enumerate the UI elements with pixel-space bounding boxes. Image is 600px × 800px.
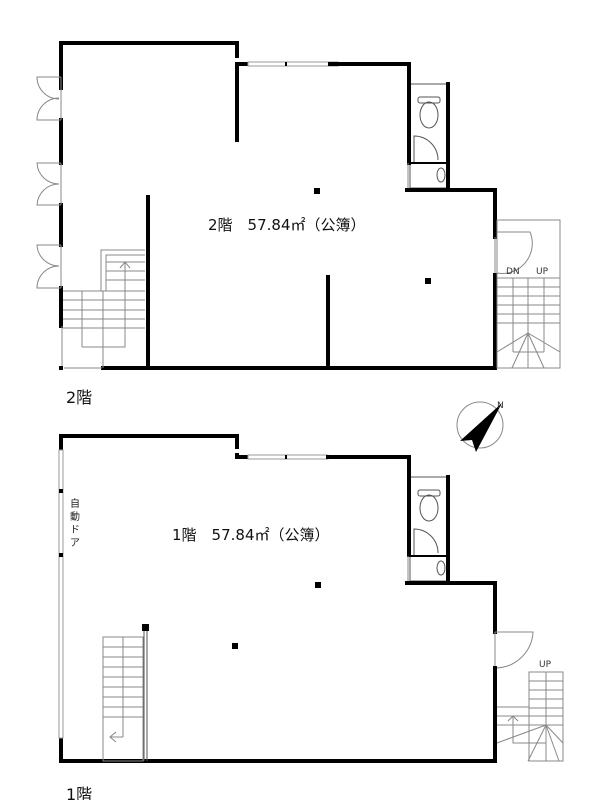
f1-toilet-door-swing: [413, 528, 439, 555]
f2-stair-down-label: DN: [506, 267, 520, 277]
f2-top-wall: [59, 41, 239, 90]
f2-corner: [59, 366, 63, 370]
f2-column: [425, 278, 431, 284]
compass: N: [456, 401, 504, 452]
floor-1-plan: 自 動 ド ア: [58, 434, 564, 763]
f1-toilet-icon: [419, 494, 439, 522]
f1-wall-seg: [235, 453, 250, 459]
f1-right-upper-wall: [405, 581, 497, 634]
f1-toilet-tank-icon: [417, 489, 441, 497]
f2-toilet-door-swing: [413, 135, 439, 162]
compass-north-label: N: [497, 401, 504, 411]
f1-column: [142, 624, 149, 631]
compass-ring: [456, 401, 504, 449]
f2-stair-up-label: UP: [536, 267, 549, 277]
f1-top-wall: [59, 434, 239, 452]
f1-auto-door-label-4: ア: [70, 538, 80, 549]
north-arrow-icon: [460, 403, 502, 452]
f2-balcony-doors: [36, 76, 62, 289]
f2-exterior-stair: [496, 219, 561, 369]
f1-side-door-swing: [494, 631, 534, 669]
f2-right-upper-wall: [405, 188, 497, 239]
floor-2-plan: DN UP 2階 57.84㎡（公簿）: [36, 41, 561, 370]
f2-floor-title: 2階: [66, 388, 92, 407]
f1-exterior-stair: [496, 671, 564, 762]
f2-toilet-tank-icon: [417, 96, 441, 104]
f2-toilet-icon: [419, 101, 439, 129]
f2-top-right-wall: [328, 62, 411, 87]
f1-column: [232, 643, 238, 649]
f1-door-jamb: [59, 489, 63, 493]
f1-auto-door-label-3: ド: [70, 525, 80, 536]
f1-area-label: 1階 57.84㎡（公簿）: [172, 526, 330, 544]
f1-door-jamb: [59, 553, 63, 557]
f2-sink-icon: [436, 167, 446, 183]
f1-stair-up-label: UP: [539, 660, 552, 670]
f1-interior-stair: [102, 628, 148, 762]
f1-column: [315, 582, 321, 588]
f1-auto-door-label-1: 自: [70, 497, 80, 510]
f1-top-right-wall: [326, 455, 411, 480]
f1-automatic-door[interactable]: [58, 449, 64, 739]
f2-interior-stair: [63, 249, 145, 368]
f1-top-window: [247, 454, 329, 460]
f1-sink-icon: [436, 560, 446, 576]
f1-floor-title: 1階: [66, 785, 92, 800]
f1-auto-door-label-2: 動: [70, 510, 80, 523]
f2-top-window: [247, 61, 339, 67]
f2-column: [314, 188, 320, 194]
f2-area-label: 2階 57.84㎡（公簿）: [208, 216, 366, 234]
